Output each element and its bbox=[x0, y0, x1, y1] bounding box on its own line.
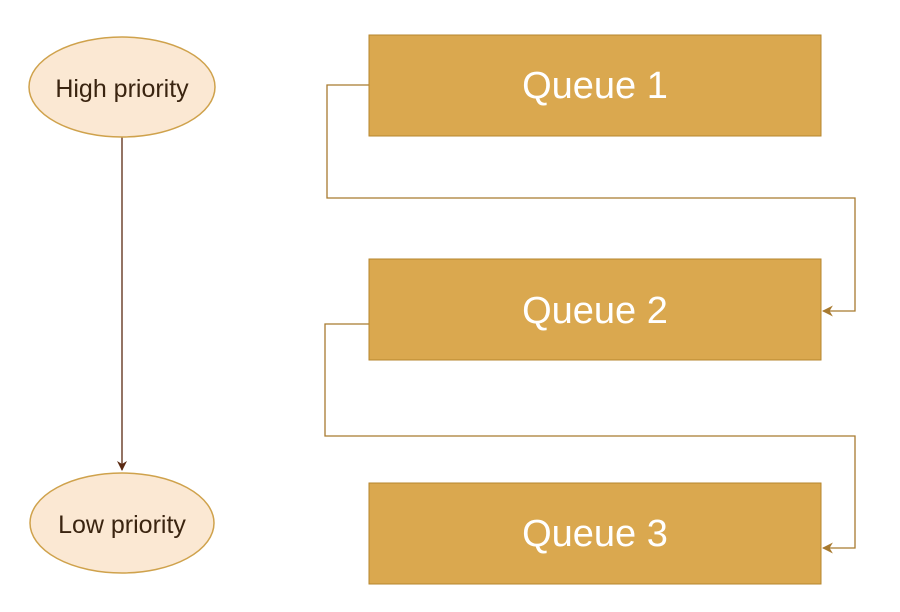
queue-1-box: Queue 1 bbox=[368, 34, 822, 137]
queue-2-label: Queue 2 bbox=[522, 290, 668, 332]
queue-3-box: Queue 3 bbox=[368, 482, 822, 585]
queue-1-label: Queue 1 bbox=[522, 65, 668, 107]
high-priority-label: High priority bbox=[55, 75, 189, 103]
queue-2-rect bbox=[368, 258, 822, 361]
queue-1-rect bbox=[368, 34, 822, 137]
connector-queue1-to-queue2 bbox=[326, 84, 856, 317]
connector-queue2-to-queue3 bbox=[324, 323, 856, 554]
low-priority-ellipse bbox=[29, 472, 215, 574]
low-priority-node: Low priority bbox=[29, 472, 215, 574]
high-priority-ellipse bbox=[28, 36, 216, 138]
high-priority-node: High priority bbox=[28, 36, 216, 138]
low-priority-label: Low priority bbox=[58, 511, 186, 539]
queue-3-rect bbox=[368, 482, 822, 585]
queue-3-label: Queue 3 bbox=[522, 513, 668, 555]
queue-2-box: Queue 2 bbox=[368, 258, 822, 361]
